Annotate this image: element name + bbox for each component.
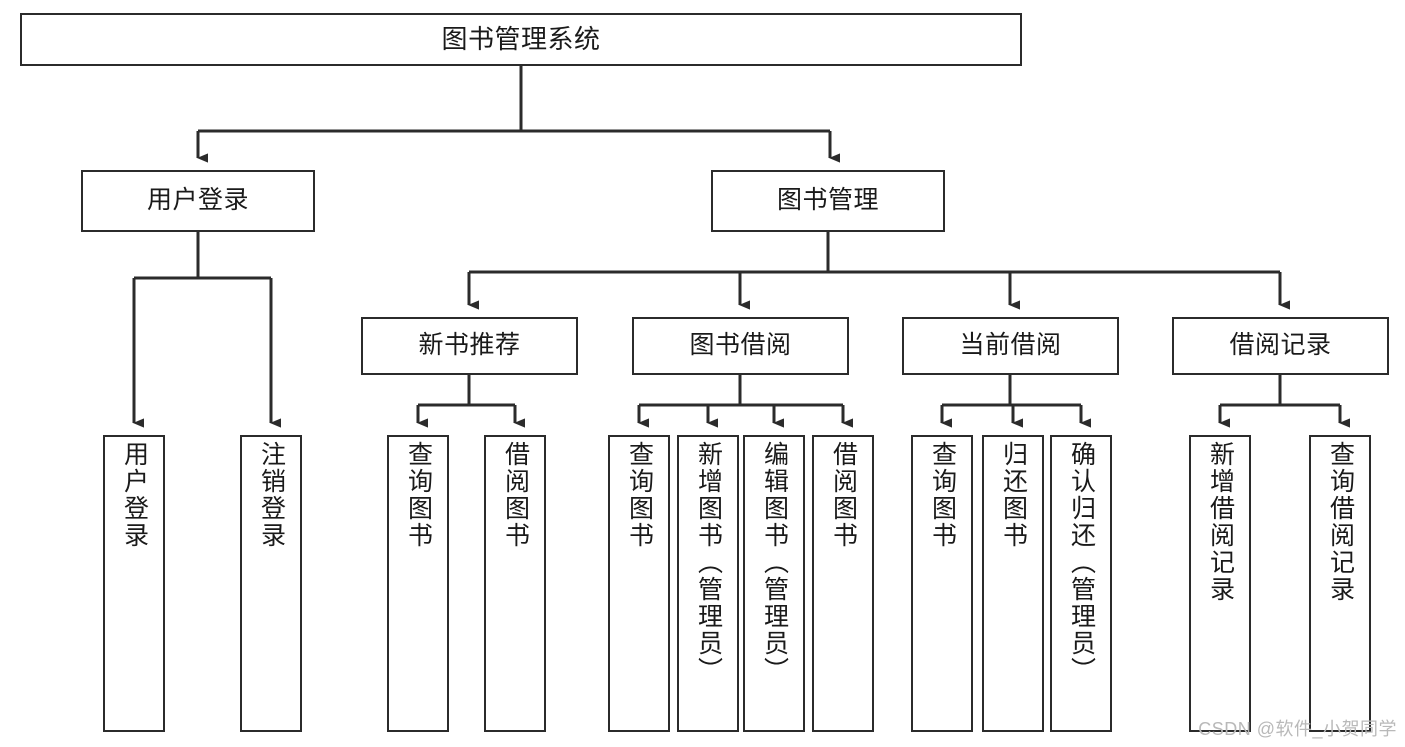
- node-leaf-confirm-return-admin[interactable]: 确认归还（管理员）: [1050, 435, 1112, 732]
- node-label: 新增借阅记录: [1206, 441, 1235, 603]
- node-book-borrow[interactable]: 图书借阅: [632, 317, 849, 375]
- node-label: 借阅图书: [829, 441, 858, 549]
- node-label: 查询图书: [625, 441, 654, 549]
- node-label: 图书管理系统: [441, 24, 601, 55]
- node-label: 借阅图书: [501, 441, 530, 549]
- node-label: 编辑图书（管理员）: [760, 441, 789, 684]
- node-label: 归还图书: [999, 441, 1028, 549]
- node-label: 当前借阅: [959, 331, 1062, 360]
- node-new-book-recommend[interactable]: 新书推荐: [361, 317, 578, 375]
- node-label: 查询图书: [404, 441, 433, 549]
- node-label: 查询借阅记录: [1326, 441, 1355, 603]
- node-leaf-edit-book-admin[interactable]: 编辑图书（管理员）: [743, 435, 805, 732]
- node-label: 注销登录: [257, 441, 286, 549]
- node-label: 图书借阅: [689, 331, 792, 360]
- node-borrow-record[interactable]: 借阅记录: [1172, 317, 1389, 375]
- node-leaf-query-book-borrow[interactable]: 查询图书: [608, 435, 670, 732]
- node-label: 新书推荐: [418, 331, 521, 360]
- node-leaf-return-book[interactable]: 归还图书: [982, 435, 1044, 732]
- node-book-manage[interactable]: 图书管理: [711, 170, 945, 232]
- node-label: 新增图书（管理员）: [694, 441, 723, 684]
- node-leaf-borrow-book[interactable]: 借阅图书: [812, 435, 874, 732]
- node-leaf-add-borrow-record[interactable]: 新增借阅记录: [1189, 435, 1251, 732]
- node-root-system[interactable]: 图书管理系统: [20, 13, 1022, 66]
- node-leaf-add-book-admin[interactable]: 新增图书（管理员）: [677, 435, 739, 732]
- csdn-watermark: CSDN @软件_小贺同学: [1198, 719, 1397, 739]
- node-leaf-user-login[interactable]: 用户登录: [103, 435, 165, 732]
- node-current-borrow[interactable]: 当前借阅: [902, 317, 1119, 375]
- node-leaf-logout[interactable]: 注销登录: [240, 435, 302, 732]
- node-leaf-query-borrow-record[interactable]: 查询借阅记录: [1309, 435, 1371, 732]
- node-leaf-borrow-book-recommend[interactable]: 借阅图书: [484, 435, 546, 732]
- node-label: 用户登录: [120, 441, 149, 549]
- node-leaf-query-book-recommend[interactable]: 查询图书: [387, 435, 449, 732]
- node-label: 借阅记录: [1229, 331, 1332, 360]
- node-label: 图书管理: [776, 186, 879, 215]
- node-label: 用户登录: [146, 186, 249, 215]
- node-leaf-query-book-current[interactable]: 查询图书: [911, 435, 973, 732]
- node-label: 查询图书: [928, 441, 957, 549]
- node-label: 确认归还（管理员）: [1067, 441, 1096, 684]
- node-user-login[interactable]: 用户登录: [81, 170, 315, 232]
